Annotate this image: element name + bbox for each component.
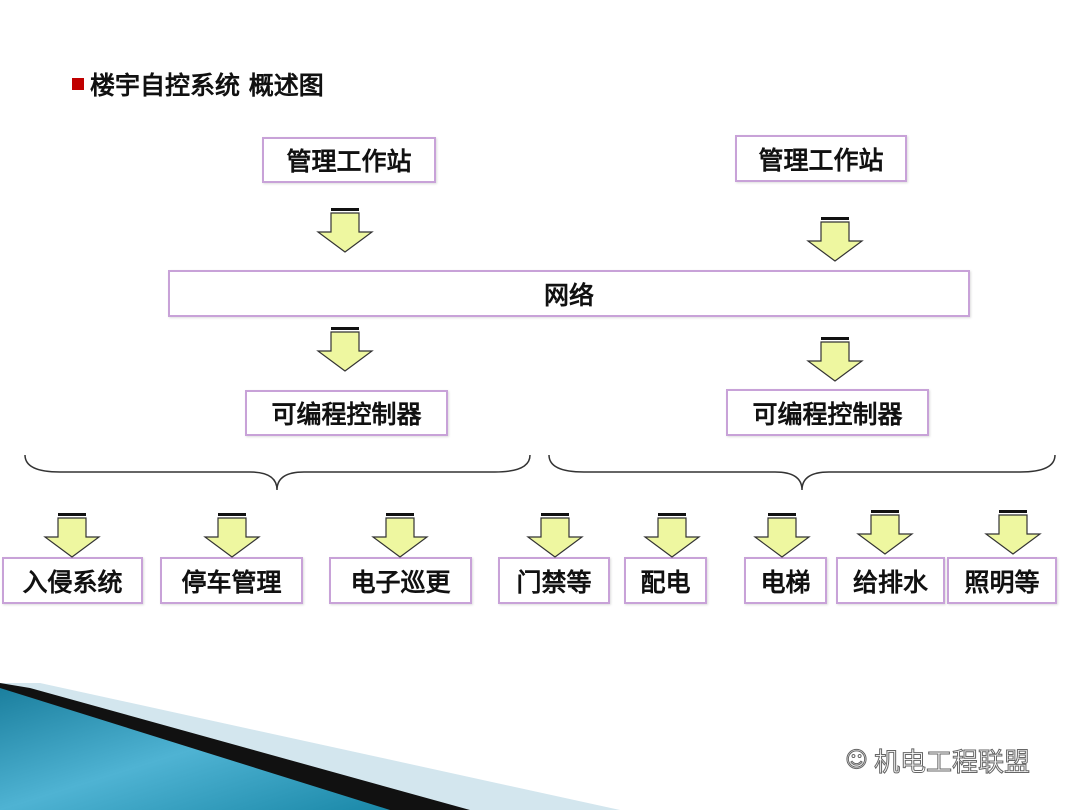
title-text: 楼宇自控系统 概述图 bbox=[90, 71, 324, 100]
controller-box-left: 可编程控制器 bbox=[245, 390, 448, 436]
down-arrow-icon bbox=[204, 512, 260, 558]
subsystem-box: 电梯 bbox=[744, 557, 827, 604]
subsystem-box: 配电 bbox=[624, 557, 707, 604]
brace-left bbox=[24, 454, 531, 491]
workstation-box-left: 管理工作站 bbox=[262, 137, 436, 183]
subsystem-box: 照明等 bbox=[947, 557, 1057, 604]
slide-title: 楼宇自控系统 概述图 bbox=[72, 66, 324, 102]
network-box: 网络 bbox=[168, 270, 970, 317]
bullet-square-icon bbox=[72, 78, 84, 90]
workstation-box-right: 管理工作站 bbox=[735, 135, 907, 182]
watermark: ☺机电工程联盟 bbox=[845, 742, 1031, 779]
down-arrow-icon bbox=[985, 509, 1041, 555]
subsystem-box: 门禁等 bbox=[498, 557, 610, 604]
controller-box-right: 可编程控制器 bbox=[726, 389, 929, 436]
down-arrow-icon bbox=[317, 207, 373, 253]
down-arrow-icon bbox=[527, 512, 583, 558]
down-arrow-icon bbox=[372, 512, 428, 558]
watermark-text: 机电工程联盟 bbox=[873, 748, 1030, 779]
subsystem-box: 入侵系统 bbox=[2, 557, 143, 604]
subsystem-box: 给排水 bbox=[836, 557, 945, 604]
brace-right bbox=[548, 454, 1056, 491]
down-arrow-icon bbox=[44, 512, 100, 558]
down-arrow-icon bbox=[317, 326, 373, 372]
down-arrow-icon bbox=[754, 512, 810, 558]
subsystem-box: 停车管理 bbox=[160, 557, 303, 604]
decor-blue-triangle bbox=[0, 688, 390, 810]
down-arrow-icon bbox=[857, 509, 913, 555]
down-arrow-icon bbox=[807, 216, 863, 262]
subsystem-box: 电子巡更 bbox=[329, 557, 472, 604]
down-arrow-icon bbox=[644, 512, 700, 558]
wechat-icon: ☺ bbox=[845, 748, 869, 774]
down-arrow-icon bbox=[807, 336, 863, 382]
